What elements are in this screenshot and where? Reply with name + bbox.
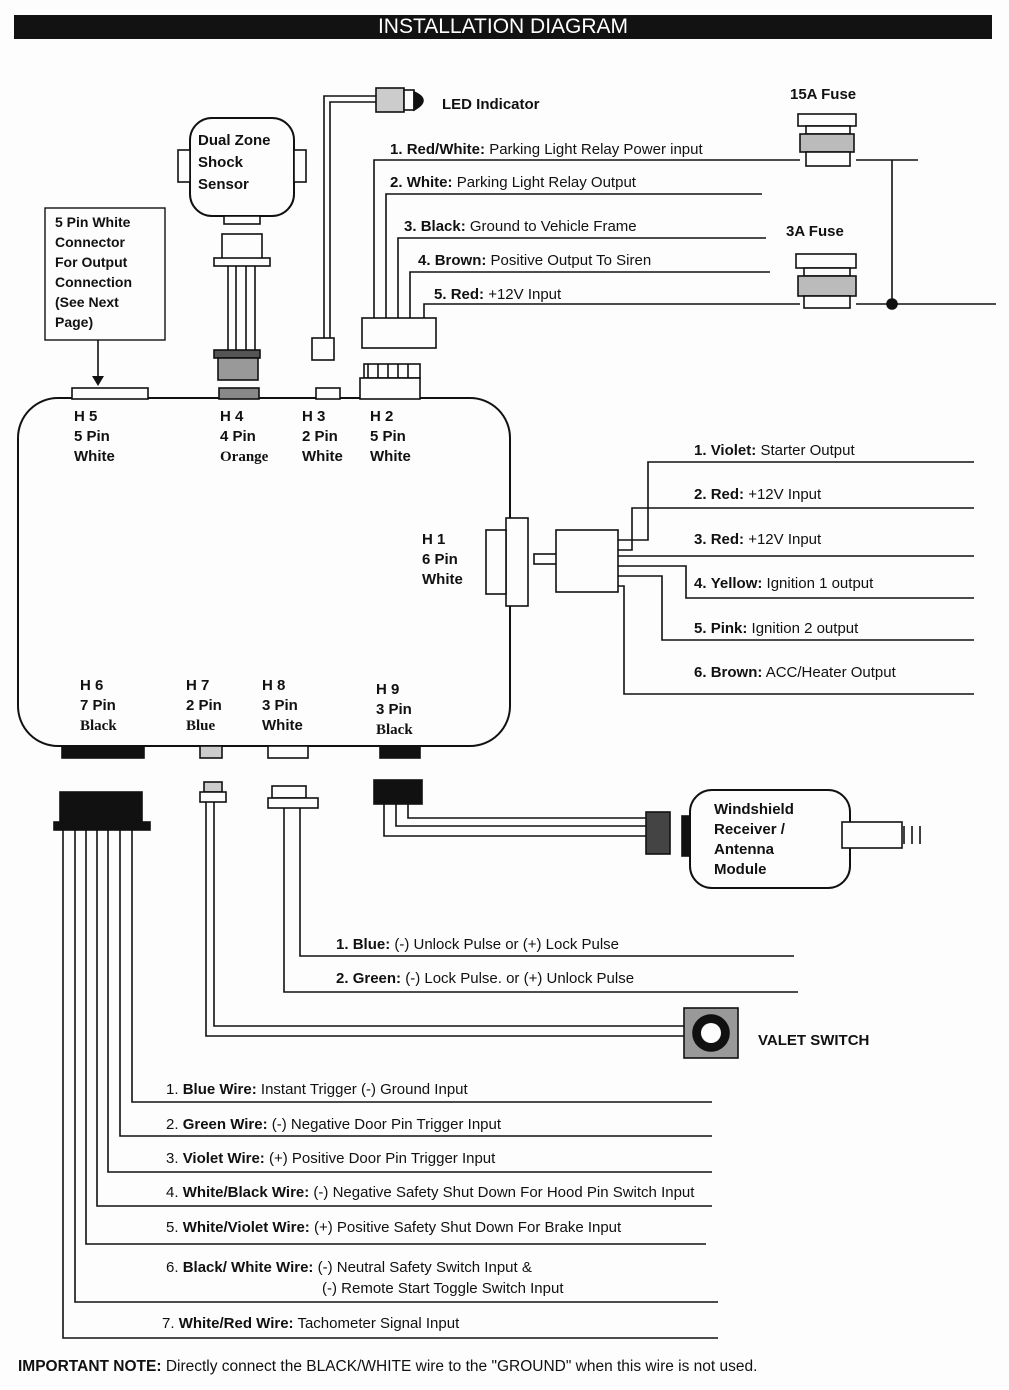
fuse-15a-symbol: [797, 113, 857, 167]
h1-connector: [505, 517, 529, 607]
important-note: IMPORTANT NOTE: Directly connect the BLA…: [18, 1358, 757, 1376]
h9-plug: [373, 779, 423, 805]
h6-wire-label: 1. Blue Wire: Instant Trigger (-) Ground…: [166, 1081, 468, 1098]
important-note-label: IMPORTANT NOTE:: [18, 1358, 162, 1375]
h3-connector: [315, 387, 341, 400]
h6-wire-label: 5. White/Violet Wire: (+) Positive Safet…: [166, 1219, 622, 1236]
important-note-text: Directly connect the BLACK/WHITE wire to…: [165, 1358, 758, 1375]
h6-wire-label: 7. White/Red Wire: Tachometer Signal Inp…: [162, 1315, 460, 1332]
led-indicator-label: LED Indicator: [442, 96, 540, 113]
h1-wire-label: 2. Red: +12V Input: [694, 486, 822, 503]
h6-connector: [61, 745, 145, 759]
h1-wire-label: 6. Brown: ACC/Heater Output: [694, 664, 896, 681]
shock-sensor-label: Dual Zone Shock Sensor: [198, 132, 271, 193]
h4-connector: [218, 387, 260, 400]
h2-connector: [359, 377, 421, 400]
h1-plug: [555, 529, 619, 593]
fuse-3a-label: 3A Fuse: [786, 223, 844, 240]
h7-plug: [203, 781, 223, 793]
h8-wire-label: 2. Green: (-) Lock Pulse. or (+) Unlock …: [336, 970, 635, 987]
h2-wire-label: 3. Black: Ground to Vehicle Frame: [404, 218, 637, 235]
diagram-title: INSTALLATION DIAGRAM: [14, 15, 992, 39]
h9-connector: [379, 745, 421, 759]
h2-wire-label: 5. Red: +12V Input: [434, 286, 562, 303]
h1-wire-label: 5. Pink: Ignition 2 output: [694, 620, 859, 637]
led-body: [375, 87, 405, 113]
h2-wire-label: 4. Brown: Positive Output To Siren: [418, 252, 652, 269]
fuse-15a-label: 15A Fuse: [790, 86, 857, 103]
fuse-3a-symbol: [795, 253, 857, 309]
h2-wire-label: 2. White: Parking Light Relay Output: [390, 174, 636, 191]
h4-plug: [213, 349, 261, 359]
h6-wire-label-continued: (-) Remote Start Toggle Switch Input: [322, 1280, 564, 1297]
h1-wire-label: 4. Yellow: Ignition 1 output: [694, 575, 874, 592]
valet-switch-label: VALET SWITCH: [758, 1032, 870, 1049]
h5-connector: [71, 387, 149, 400]
h2-plug: [361, 317, 437, 349]
h8-plug: [271, 785, 307, 799]
h5-note-box: [44, 207, 166, 341]
h8-connector: [267, 745, 309, 759]
h6-wire-label: 4. White/Black Wire: (-) Negative Safety…: [166, 1184, 695, 1201]
h6-wire-label: 2. Green Wire: (-) Negative Door Pin Tri…: [166, 1116, 502, 1133]
h7-connector: [199, 745, 223, 759]
h8-wire-label: 1. Blue: (-) Unlock Pulse or (+) Lock Pu…: [336, 936, 620, 953]
receiver-module-label: Windshield Receiver / Antenna Module: [714, 801, 794, 878]
h1-wire-label: 3. Red: +12V Input: [694, 531, 822, 548]
h6-plug: [59, 791, 143, 823]
h5-note-label: 5 Pin White Connector For Output Connect…: [55, 214, 132, 330]
h6-wire-label: 3. Violet Wire: (+) Positive Door Pin Tr…: [166, 1150, 496, 1167]
h2-wire-label: 1. Red/White: Parking Light Relay Power …: [390, 141, 703, 158]
h6-wire-label: 6. Black/ White Wire: (-) Neutral Safety…: [166, 1259, 532, 1276]
h1-wire-label: 1. Violet: Starter Output: [694, 442, 855, 459]
